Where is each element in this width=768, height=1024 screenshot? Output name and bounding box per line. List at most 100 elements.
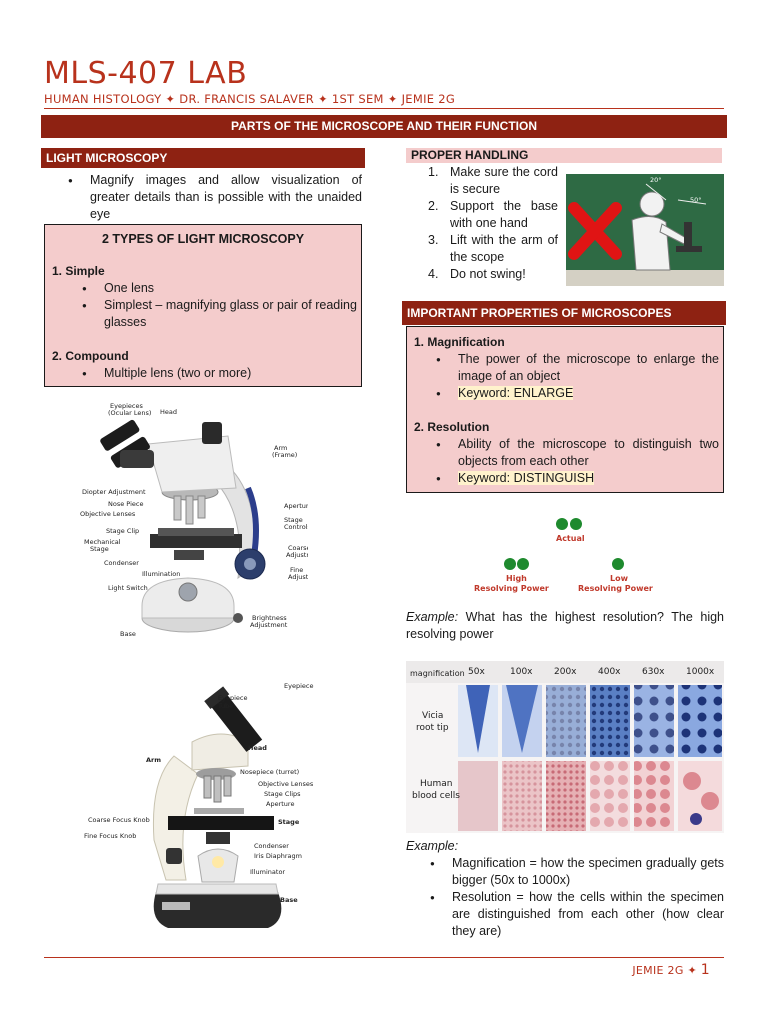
magnification-grid: magnification 50x 100x 200x 400x 630x 10… — [406, 661, 724, 833]
page-title: MLS-407 LAB — [44, 56, 248, 91]
label-head: Head — [248, 744, 267, 752]
angle-label-2: 50° — [690, 196, 702, 204]
label-brightness-2: Adjustment — [250, 621, 288, 629]
label-coarse-focus: Coarse Focus Knob — [88, 816, 150, 824]
grid-column-label: 400x — [598, 667, 621, 677]
simple-label: 1. Simple — [52, 264, 105, 278]
label-stage-clips: Stage Clips — [264, 790, 301, 798]
magnification-grid-images — [406, 661, 724, 831]
label-high-1: High — [506, 574, 527, 583]
label-high-2: Resolving Power — [474, 584, 549, 593]
list-item: Keyword: ENLARGE — [436, 385, 719, 402]
header-rule — [44, 108, 724, 109]
resolving-dots — [504, 518, 624, 570]
grid-column-label: 630x — [642, 667, 665, 677]
label-low-1: Low — [610, 574, 628, 583]
types-of-light-microscopy-box: 2 TYPES OF LIGHT MICROSCOPY 1. Simple On… — [44, 224, 362, 387]
magnification-label: 1. Magnification — [414, 335, 505, 349]
microscope-illustration — [152, 686, 282, 928]
section-banner: PARTS OF THE MICROSCOPE AND THEIR FUNCTI… — [41, 115, 727, 138]
grid-column-label: 100x — [510, 667, 533, 677]
label-frame: (Frame) — [272, 451, 298, 459]
label-mechanical: Mechanical — [84, 538, 121, 546]
label-fine-2: Adjustment — [288, 573, 308, 581]
light-microscopy-heading: LIGHT MICROSCOPY — [41, 148, 365, 168]
label-stage-clip: Stage Clip — [106, 527, 140, 535]
label-eyepiece: Eyepiece — [284, 682, 314, 690]
label-nose-piece: Nose Piece — [108, 500, 144, 508]
label-low-2: Resolving Power — [578, 584, 653, 593]
light-microscopy-intro: Magnify images and allow visualization o… — [68, 172, 362, 223]
important-properties-heading: IMPORTANT PROPERTIES OF MICROSCOPES — [402, 301, 726, 325]
label-ocular: (Ocular Lens) — [108, 409, 152, 417]
proper-handling-heading: PROPER HANDLING — [406, 148, 722, 163]
label-actual: Actual — [556, 534, 585, 543]
list-item: Keyword: DISTINGUISH — [436, 470, 719, 487]
example-2: Example: Magnification = how the specime… — [406, 838, 724, 940]
label-coarse-1: Coarse — [288, 544, 308, 552]
footer-text: JEMIE 2G ✦ — [632, 964, 701, 977]
list-item: The power of the microscope to enlarge t… — [436, 351, 719, 385]
example-1-text: What has the highest resolution? The hig… — [406, 610, 724, 641]
handling-illustration: 20° 50° — [566, 174, 724, 286]
properties-box: 1. Magnification The power of the micros… — [406, 326, 724, 493]
label-eyepiece-tube-2: Tube — [218, 702, 234, 710]
example-1: Example: What has the highest resolution… — [406, 609, 724, 643]
label-eyepieces: Eyepieces — [110, 402, 143, 410]
page-number: 1 — [700, 962, 710, 978]
label-head: Head — [160, 408, 177, 416]
list-item: 3.Lift with the arm of the scope — [428, 233, 558, 264]
list-item: Multiple lens (two or more) — [82, 365, 357, 382]
label-aperture: Aperture — [266, 800, 295, 808]
grid-row-label: blood cells — [412, 791, 460, 801]
grid-header-label: magnification — [410, 669, 465, 678]
example-1-label: Example: — [406, 610, 459, 624]
grid-row-label: Vicia — [422, 711, 444, 721]
footer: JEMIE 2G ✦ 1 — [632, 962, 710, 978]
label-light-switch: Light Switch — [108, 584, 148, 592]
label-eyepiece-tube-1: Eyepiece — [218, 694, 248, 702]
keyword-distinguish: Keyword: DISTINGUISH — [458, 471, 595, 485]
label-objective-lenses: Objective Lenses — [258, 780, 314, 788]
resolving-power-diagram: Actual High Resolving Power Low Resolvin… — [470, 514, 670, 600]
list-item: Simplest – magnifying glass or pair of r… — [82, 297, 357, 331]
types-box-title: 2 TYPES OF LIGHT MICROSCOPY — [101, 232, 305, 246]
grid-row-label: Human — [420, 779, 453, 789]
list-item: One lens — [82, 280, 357, 297]
footer-rule — [44, 957, 724, 958]
label-arm: Arm — [146, 756, 162, 764]
list-item: Magnify images and allow visualization o… — [68, 172, 362, 223]
handling-drawing — [566, 174, 724, 286]
label-stage-controls-1: Stage — [284, 516, 303, 524]
list-item: 2.Support the base with one hand — [428, 199, 558, 230]
label-base: Base — [280, 896, 298, 904]
microscope-illustration — [100, 419, 266, 633]
grid-column-label: 50x — [468, 667, 485, 677]
compound-label: 2. Compound — [52, 349, 129, 363]
angle-label-1: 20° — [650, 176, 662, 184]
page-subtitle: HUMAN HISTOLOGY ✦ DR. FRANCIS SALAVER ✦ … — [44, 92, 456, 106]
label-illumination: Illumination — [142, 570, 181, 578]
label-diopter: Diopter Adjustment — [82, 488, 146, 496]
grid-column-label: 1000x — [686, 667, 715, 677]
label-nosepiece: Nosepiece (turret) — [240, 768, 300, 776]
label-arm: Arm — [274, 444, 288, 452]
label-condenser: Condenser — [104, 559, 139, 567]
proper-handling-list: 1.Make sure the cord is secure 2.Support… — [406, 164, 558, 283]
label-brightness-1: Brightness — [252, 614, 287, 622]
label-stage-controls-2: Controls — [284, 523, 308, 531]
grid-row-label: root tip — [416, 723, 449, 733]
list-item: 4.Do not swing! — [428, 267, 526, 281]
resolution-label: 2. Resolution — [414, 420, 490, 434]
label-condenser: Condenser — [254, 842, 289, 850]
keyword-enlarge: Keyword: ENLARGE — [458, 386, 574, 400]
list-item: 1.Make sure the cord is secure — [428, 165, 558, 196]
list-item: Ability of the microscope to distinguish… — [436, 436, 719, 470]
label-illuminator: Illuminator — [250, 868, 286, 876]
list-item: Magnification = how the specimen gradual… — [430, 855, 724, 889]
example-2-label: Example: — [406, 839, 459, 853]
list-item: Resolution = how the cells within the sp… — [430, 889, 724, 940]
label-fine-1: Fine — [290, 566, 304, 574]
label-coarse-2: Adjustment — [286, 551, 308, 559]
grid-column-label: 200x — [554, 667, 577, 677]
